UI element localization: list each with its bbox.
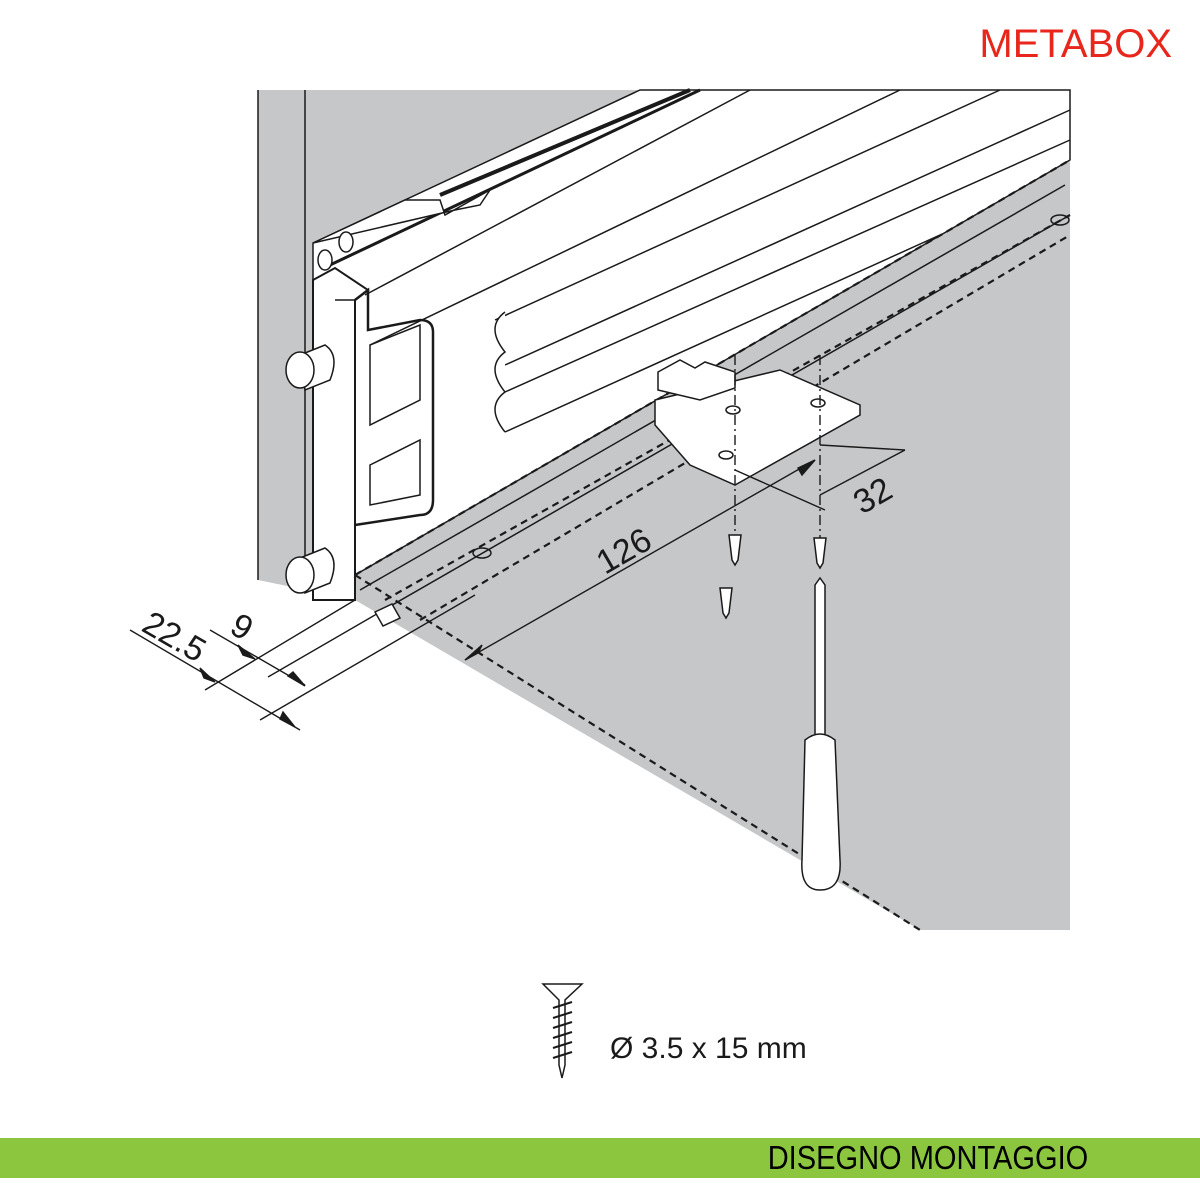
screw-upper-right (813, 537, 827, 570)
screw-lower (719, 587, 733, 620)
brand-title: METABOX (979, 22, 1172, 66)
screw-upper-left (728, 534, 742, 567)
dimension-offset-inner: 9 (224, 606, 259, 648)
screwdriver-icon (801, 576, 841, 891)
rear-bracket (654, 359, 861, 486)
screw-spec-icon (541, 983, 584, 1079)
footer-title: DISEGNO MONTAGGIO (767, 1139, 1088, 1176)
screw-spec-label: Ø 3.5 x 15 mm (610, 1032, 807, 1065)
footer-band: DISEGNO MONTAGGIO (0, 1138, 1200, 1178)
dimension-lines (129, 355, 906, 731)
dimension-offset-outer: 22.5 (136, 604, 212, 670)
dowel-pin-top (285, 344, 335, 392)
dowel-pin-bottom (285, 547, 335, 595)
